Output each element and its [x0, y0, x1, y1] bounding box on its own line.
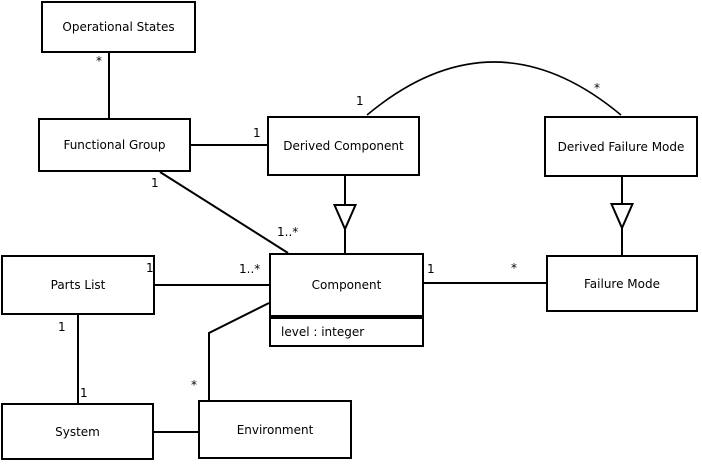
class-derived-failure-mode[interactable]: Derived Failure Mode: [544, 116, 698, 177]
mult-component-end-pl: 1..*: [239, 262, 261, 276]
mult-derived-component-end-fg: 1: [253, 126, 261, 140]
assoc-functional-group-component: [159, 171, 289, 254]
class-name-label: Derived Failure Mode: [557, 139, 685, 154]
generalization-triangle-failure-mode-icon: [609, 203, 635, 231]
class-name-label: Parts List: [50, 278, 106, 292]
mult-component-end-fg: 1..*: [277, 225, 299, 239]
mult-parts-list-end: 1: [146, 261, 154, 275]
class-name-label: Component: [311, 278, 382, 292]
class-derived-component[interactable]: Derived Component: [267, 116, 420, 176]
class-system[interactable]: System: [1, 403, 154, 460]
mult-environment-end: *: [191, 378, 197, 392]
mult-derived-component-end-arc: 1: [356, 94, 364, 108]
assoc-derived-component-derived-failure-mode-arc: [366, 61, 622, 116]
mult-operational-states-end: *: [96, 54, 102, 68]
class-name-label: Functional Group: [63, 138, 166, 152]
class-name-label: Failure Mode: [584, 276, 660, 291]
mult-parts-list-system-top: 1: [58, 320, 66, 334]
attribute-label: level : integer: [281, 325, 365, 339]
assoc-component-environment: [208, 302, 270, 400]
class-failure-mode[interactable]: Failure Mode: [546, 255, 698, 312]
class-name-label: Operational States: [62, 20, 175, 34]
component-name-compartment: Component: [271, 255, 422, 317]
mult-functional-group-end: 1: [151, 176, 159, 190]
class-name-label: System: [55, 424, 100, 439]
class-name-label: Derived Component: [283, 139, 404, 153]
class-operational-states[interactable]: Operational States: [41, 1, 196, 53]
component-attribute-compartment: level : integer: [271, 317, 422, 345]
mult-failure-mode-end: *: [511, 261, 517, 275]
mult-component-end-fm: 1: [427, 262, 435, 276]
generalization-triangle-component-icon: [332, 204, 358, 232]
class-environment[interactable]: Environment: [198, 400, 352, 459]
class-name-label: Environment: [236, 422, 314, 437]
mult-parts-list-system-bottom: 1: [80, 386, 88, 400]
mult-derived-failure-mode-end-arc: *: [594, 81, 600, 95]
class-component[interactable]: Component level : integer: [269, 253, 424, 347]
class-functional-group[interactable]: Functional Group: [38, 118, 191, 172]
class-parts-list[interactable]: Parts List: [1, 255, 155, 315]
